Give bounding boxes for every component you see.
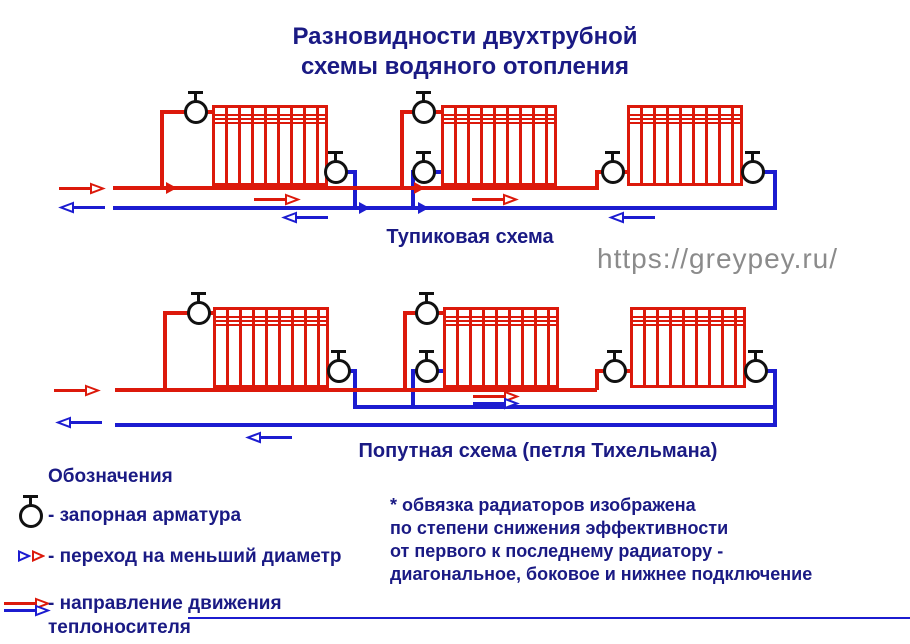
supply-main-pipe [113, 186, 599, 190]
flow-head-right-icon [359, 202, 370, 214]
radiator [627, 105, 743, 186]
valve-icon [744, 350, 768, 383]
return-drop-pipe [773, 170, 777, 210]
flow-head-right-icon [414, 182, 425, 194]
legend-item-flow-label: - направление движения теплоносителя [48, 593, 282, 638]
valve-icon [741, 151, 765, 184]
valve-icon [412, 91, 436, 124]
flow-arrow-left-icon [55, 416, 102, 429]
flow-arrow-left-icon [608, 211, 655, 224]
valve-icon [184, 91, 208, 124]
reducer-arrow-right-icon [254, 193, 301, 206]
valve-icon [415, 292, 439, 325]
flow-head-right-icon [418, 202, 429, 214]
flow-arrow-right-icon [59, 182, 106, 195]
valve-icon [19, 495, 43, 528]
radiator [443, 307, 559, 388]
reducer-arrow-right-icon [472, 193, 519, 206]
radiator [630, 307, 746, 388]
valve-icon [327, 350, 351, 383]
valve-icon [415, 350, 439, 383]
bottom-divider [188, 617, 910, 619]
watermark: https://greypey.ru/ [597, 243, 839, 274]
page-title: Разновидности двухтрубной схемы водяного… [292, 23, 638, 80]
supply-riser-pipe [160, 110, 164, 190]
return-collector-pipe [353, 405, 777, 409]
radiator [212, 105, 328, 186]
flow-direction-arrow-red-icon [4, 597, 51, 610]
flow-direction-arrow-blue-icon [4, 604, 51, 617]
footnote: * обвязка радиаторов изображена по степе… [390, 495, 813, 584]
valve-icon [324, 151, 348, 184]
supply-riser-pipe [595, 369, 599, 390]
flow-arrow-left-icon [245, 431, 292, 444]
return-main-pipe [115, 423, 777, 427]
flow-arrow-left-icon [58, 201, 105, 214]
tichelmann-scheme-label: Попутная схема (петля Тихельмана) [358, 440, 718, 462]
supply-riser-pipe [403, 311, 407, 390]
valve-icon [601, 151, 625, 184]
flow-head-right-icon [166, 182, 177, 194]
valve-icon [603, 350, 627, 383]
return-drop-pipe [411, 170, 415, 210]
supply-main-pipe [115, 388, 597, 392]
reducer-arrow-icon [18, 550, 31, 562]
legend-item-reducer-label: - переход на меньший диаметр [48, 546, 342, 567]
supply-riser-pipe [595, 170, 599, 190]
supply-riser-pipe [163, 311, 167, 390]
flow-arrow-right-icon [54, 384, 101, 397]
reducer-arrow-right-icon [473, 390, 520, 403]
flow-arrow-left-icon [281, 211, 328, 224]
legend-heading: Обозначения [48, 466, 173, 487]
dead-end-scheme-label: Тупиковая схема [386, 226, 554, 248]
supply-riser-pipe [400, 110, 404, 190]
valve-icon [412, 151, 436, 184]
return-drop-pipe [773, 369, 777, 427]
reducer-arrow-icon [32, 550, 45, 562]
return-main-pipe [113, 206, 777, 210]
legend-item-valve-label: - запорная арматура [48, 505, 242, 526]
valve-icon [187, 292, 211, 325]
radiator [213, 307, 329, 388]
radiator [441, 105, 557, 186]
reducer-arrow-right-icon [473, 397, 520, 410]
return-drop-pipe [353, 170, 357, 210]
